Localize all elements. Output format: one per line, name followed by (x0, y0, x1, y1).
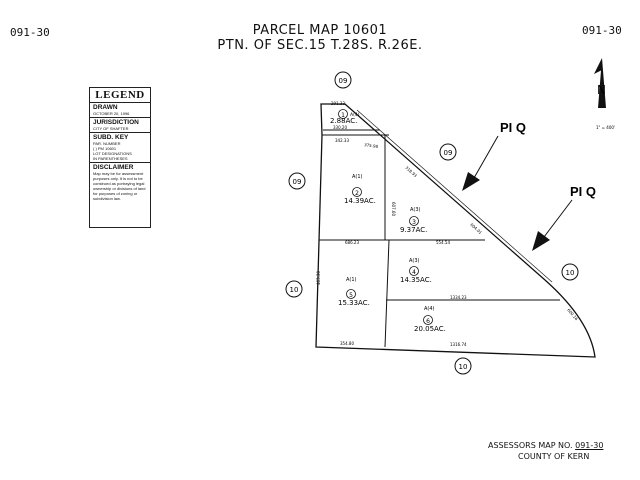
page-number-right: 091-30 (582, 24, 622, 37)
legend-subd-c: LOT DESIGNATIONS (93, 151, 132, 156)
parcel-number: 1 (341, 112, 345, 119)
parcel-lot: A(3) (410, 207, 421, 213)
parcel-number: 5 (349, 292, 353, 299)
dimension-label: 330.20 (333, 125, 347, 130)
legend-drawn-label: DRAWN (93, 104, 118, 111)
parcel-circle: 4 (409, 266, 419, 276)
parcel-lot: A(4) (350, 112, 360, 118)
sheet-ref-circle: 09 (334, 71, 352, 89)
piq-arrow-1 (462, 135, 499, 191)
parcel-circle: 2 (352, 187, 362, 197)
legend-title: LEGEND (95, 89, 145, 101)
sheet-ref-circle: 10 (285, 280, 303, 298)
dimension-label: 1316.74 (450, 342, 467, 347)
sheet-ref-label: 10 (290, 286, 299, 294)
piq-arrow-2 (532, 199, 573, 251)
lot-line (384, 239, 390, 348)
parcel-acreage: 14.35AC. (400, 276, 432, 284)
legend-disclaimer-label: DISCLAIMER (93, 164, 134, 171)
dimension-label: 554.54 (436, 240, 450, 245)
legend-subd-label: SUBD. KEY (93, 134, 129, 141)
parcel-acreage: 14.39AC. (344, 197, 376, 205)
legend-disclaimer-text: Map may be for assessment purposes only.… (93, 171, 146, 201)
parcel-circle: 6 (423, 315, 433, 325)
north-arrow-icon (594, 58, 606, 108)
legend-drawn-date: OCTOBER 20, 1996 (93, 111, 130, 116)
sheet-ref-circle: 09 (439, 143, 457, 161)
parcel-lot: A(1) (352, 174, 363, 180)
piq-label-2: PI Q (570, 184, 596, 199)
north-letter: N (597, 83, 606, 97)
legend-box: LEGEND DRAWN OCTOBER 20, 1996 JURISDICTI… (89, 87, 151, 228)
legend-jurisdiction-value: CITY OF SHAFTER (93, 126, 129, 131)
parcel-circle: 5 (346, 289, 356, 299)
dimension-label: 463.30 (316, 271, 321, 285)
sheet-ref-circle: 10 (561, 263, 579, 281)
parcel-number: 6 (426, 318, 430, 325)
parcel-number: 4 (412, 269, 416, 276)
parcel-number: 2 (355, 190, 359, 197)
legend-subd-d: IN PARENTHESES (93, 156, 128, 161)
parcel-lot: A(4) (424, 306, 435, 312)
parcel-acreage: 9.37AC. (400, 226, 427, 234)
parcel-lot: A(3) (409, 258, 420, 264)
page-number-left: 091-30 (10, 26, 50, 39)
dimension-label: 291.33 (331, 101, 345, 106)
map-title: PARCEL MAP 10601 (252, 23, 388, 38)
legend-subd-a: PAR. NUMBER (93, 141, 121, 146)
dimension-label: 607.60 (391, 202, 396, 216)
road-line (356, 109, 553, 283)
legend-title-section: LEGEND (90, 88, 150, 103)
assessors-label: ASSESSORS MAP NO. (488, 441, 573, 450)
dimension-label: 1334.23 (450, 295, 467, 300)
sheet-ref-label: 09 (339, 77, 348, 85)
legend-disclaimer-section: DISCLAIMER Map may be for assessment pur… (90, 163, 150, 202)
parcel-boundary (315, 103, 596, 358)
parcel-circle: 1 (338, 109, 348, 119)
parcel-circle: 3 (409, 216, 419, 226)
parcel-acreage: 20.05AC. (414, 325, 446, 333)
legend-jurisdiction-section: JURISDICTION CITY OF SHAFTER (90, 118, 150, 133)
parcel-acreage: 2.88AC. (330, 117, 357, 125)
dimension-label: 686.23 (345, 240, 359, 245)
map-subtitle: PTN. OF SEC.15 T.28S. R.26E. (217, 38, 423, 53)
map-scale: 1" = 400' (596, 125, 615, 130)
legend-drawn-section: DRAWN OCTOBER 20, 1996 (90, 103, 150, 118)
sheet-ref-label: 10 (459, 363, 468, 371)
dimension-label: 342.33 (335, 138, 349, 143)
county-label: COUNTY OF KERN (518, 452, 590, 461)
parcel-acreage: 15.33AC. (338, 299, 370, 307)
legend-jurisdiction-label: JURISDICTION (93, 119, 139, 126)
assessors-number: 091-30 (575, 441, 604, 450)
dimension-label: 354.80 (340, 341, 354, 346)
sheet-ref-circle: 09 (288, 172, 306, 190)
legend-subd-section: SUBD. KEY PAR. NUMBER ( ) PM 10601 LOT D… (90, 133, 150, 163)
legend-subd-b: ( ) PM 10601 (93, 146, 117, 151)
piq-label-1: PI Q (500, 120, 526, 135)
sheet-ref-label: 09 (444, 149, 453, 157)
parcel-number: 3 (412, 219, 416, 226)
dimension-label: 375.98 (364, 142, 379, 149)
parcel-lot: A(1) (346, 277, 357, 283)
sheet-ref-label: 10 (566, 269, 575, 277)
assessors-map-label: ASSESSORS MAP NO. 091-30 (488, 441, 603, 450)
sheet-ref-label: 09 (293, 178, 302, 186)
sheet-ref-circle: 10 (454, 357, 472, 375)
